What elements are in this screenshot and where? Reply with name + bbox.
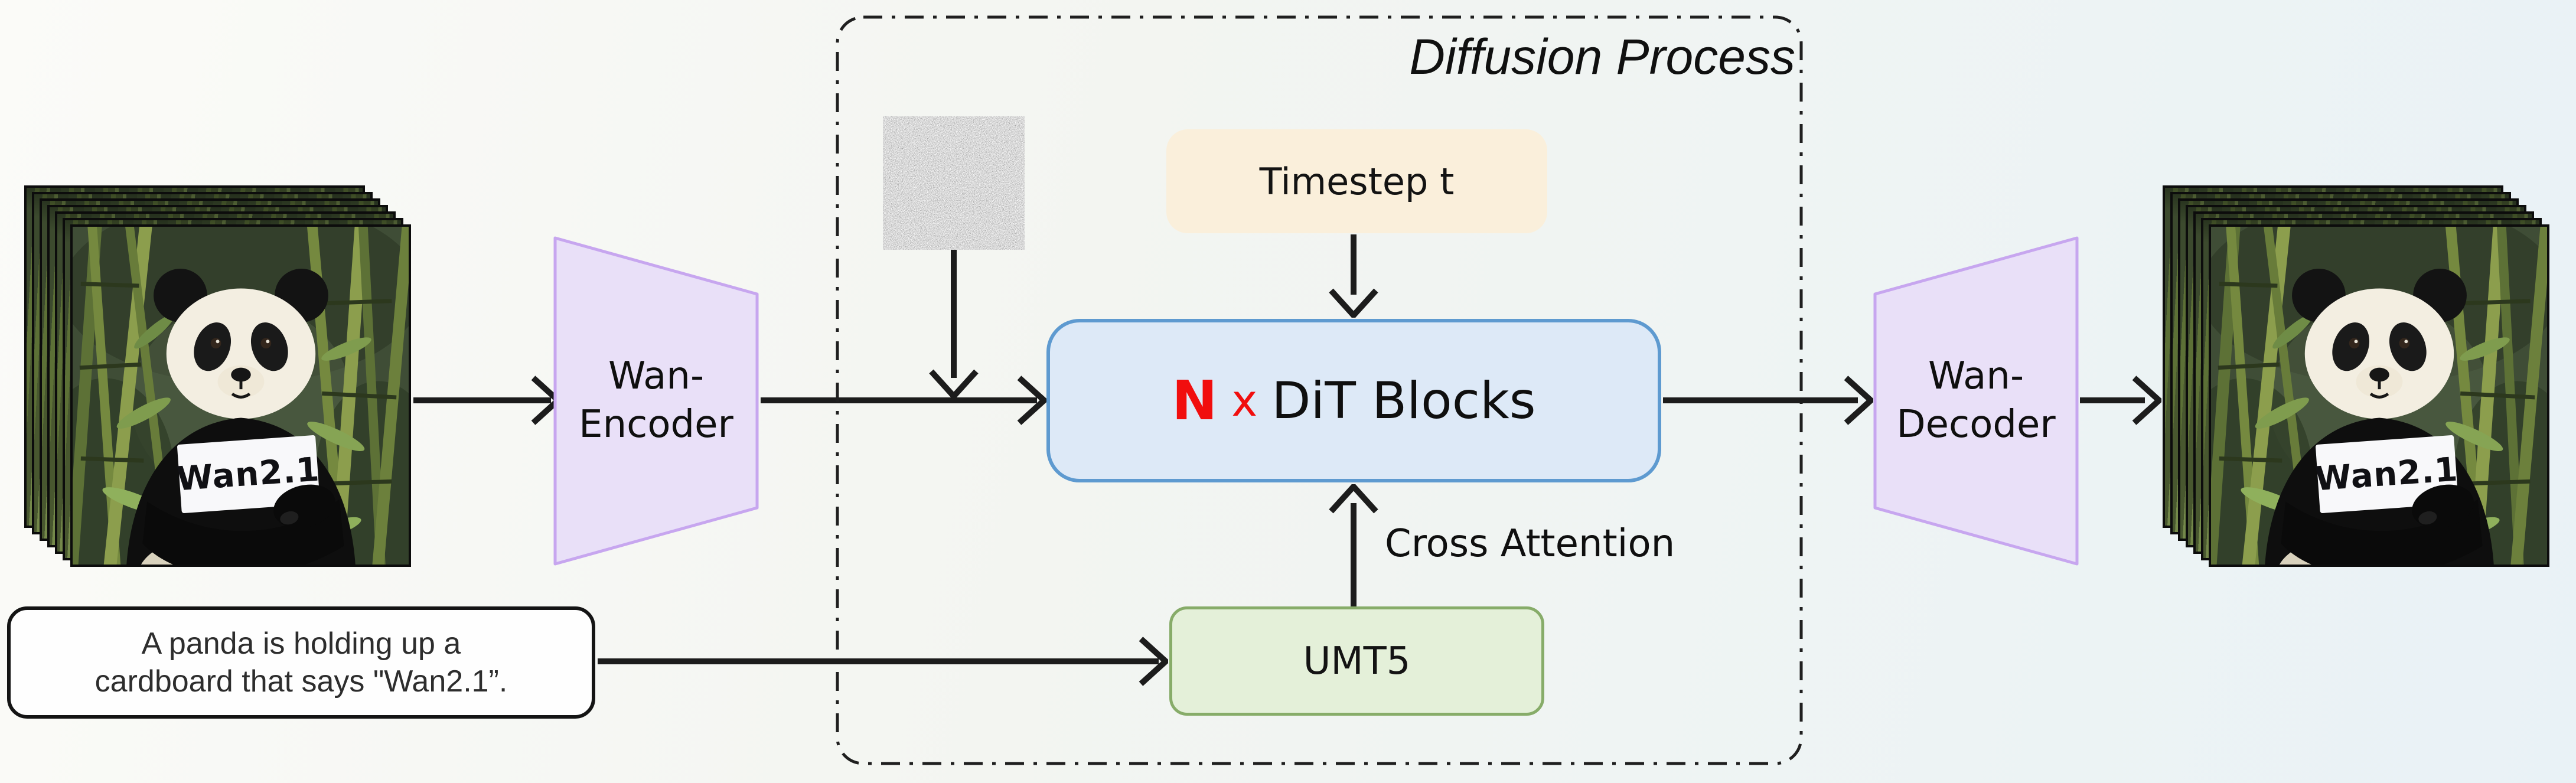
wan-encoder-label-line2: Encoder: [579, 403, 733, 446]
noise-image: [883, 116, 1025, 250]
arrow-decoder-to-frames-head: [2132, 376, 2161, 425]
dit-n: N: [1172, 369, 1218, 432]
output-video-stack: Wan2.1: [2163, 185, 2552, 569]
prompt-line-1: A panda is holding up a: [141, 627, 461, 661]
cross-attention-label: Cross Attention: [1385, 522, 1675, 566]
wan-decoder-label-line1: Wan-: [1928, 354, 2024, 398]
arrow-prompt-to-umt5-line: [598, 658, 1159, 664]
arrow-dit-to-decoder-line: [1663, 397, 1858, 403]
dit-times: x: [1231, 375, 1258, 426]
umt5-box: UMT5: [1169, 606, 1544, 716]
diffusion-process-title: Diffusion Process: [1409, 29, 1795, 84]
video-frame-front: Wan2.1: [2209, 224, 2549, 567]
arrow-encoder-to-dit-line: [761, 397, 1037, 403]
timestep-label: Timestep t: [1259, 159, 1455, 203]
panda-image: [2211, 227, 2547, 565]
arrow-timestep-to-dit-head: [1329, 288, 1378, 318]
input-video-stack: Wan2.1: [24, 185, 414, 569]
wan-encoder-label: Wan- Encoder: [552, 352, 760, 449]
prompt-text-box: A panda is holding up a cardboard that s…: [7, 606, 595, 719]
wan-decoder-label: Wan- Decoder: [1872, 352, 2080, 449]
dit-label: DiT Blocks: [1271, 371, 1536, 430]
panda-image: [73, 227, 409, 565]
arrow-frames-to-encoder-line: [413, 397, 551, 403]
prompt-line-2: cardboard that says "Wan2.1”.: [94, 664, 508, 699]
arrow-crossattention-line: [1351, 503, 1357, 606]
wan-decoder-label-line2: Decoder: [1896, 403, 2056, 446]
arrow-dit-to-decoder-head: [1844, 376, 1873, 425]
dit-blocks-box: N x DiT Blocks: [1046, 319, 1661, 482]
timestep-box: Timestep t: [1166, 129, 1547, 233]
arrow-noise-down-head: [929, 369, 979, 399]
arrow-crossattention-head: [1329, 484, 1378, 514]
arrow-noise-down-line: [951, 250, 957, 378]
wan-decoder-shape: [1873, 236, 2079, 566]
arrow-decoder-to-frames-line: [2080, 397, 2145, 403]
umt5-label: UMT5: [1303, 639, 1411, 683]
arrow-prompt-to-umt5-head: [1139, 637, 1168, 686]
diffusion-process-container: [836, 15, 1803, 765]
arrow-encoder-to-dit-head: [1017, 376, 1046, 425]
arrow-timestep-to-dit-line: [1351, 234, 1357, 295]
panda-sign-text: Wan2.1: [175, 450, 321, 498]
panda-sign-text: Wan2.1: [2313, 450, 2460, 498]
wan-encoder-label-line1: Wan-: [608, 354, 705, 398]
video-frame-front: Wan2.1: [70, 224, 411, 567]
wan-encoder-shape: [553, 236, 759, 566]
